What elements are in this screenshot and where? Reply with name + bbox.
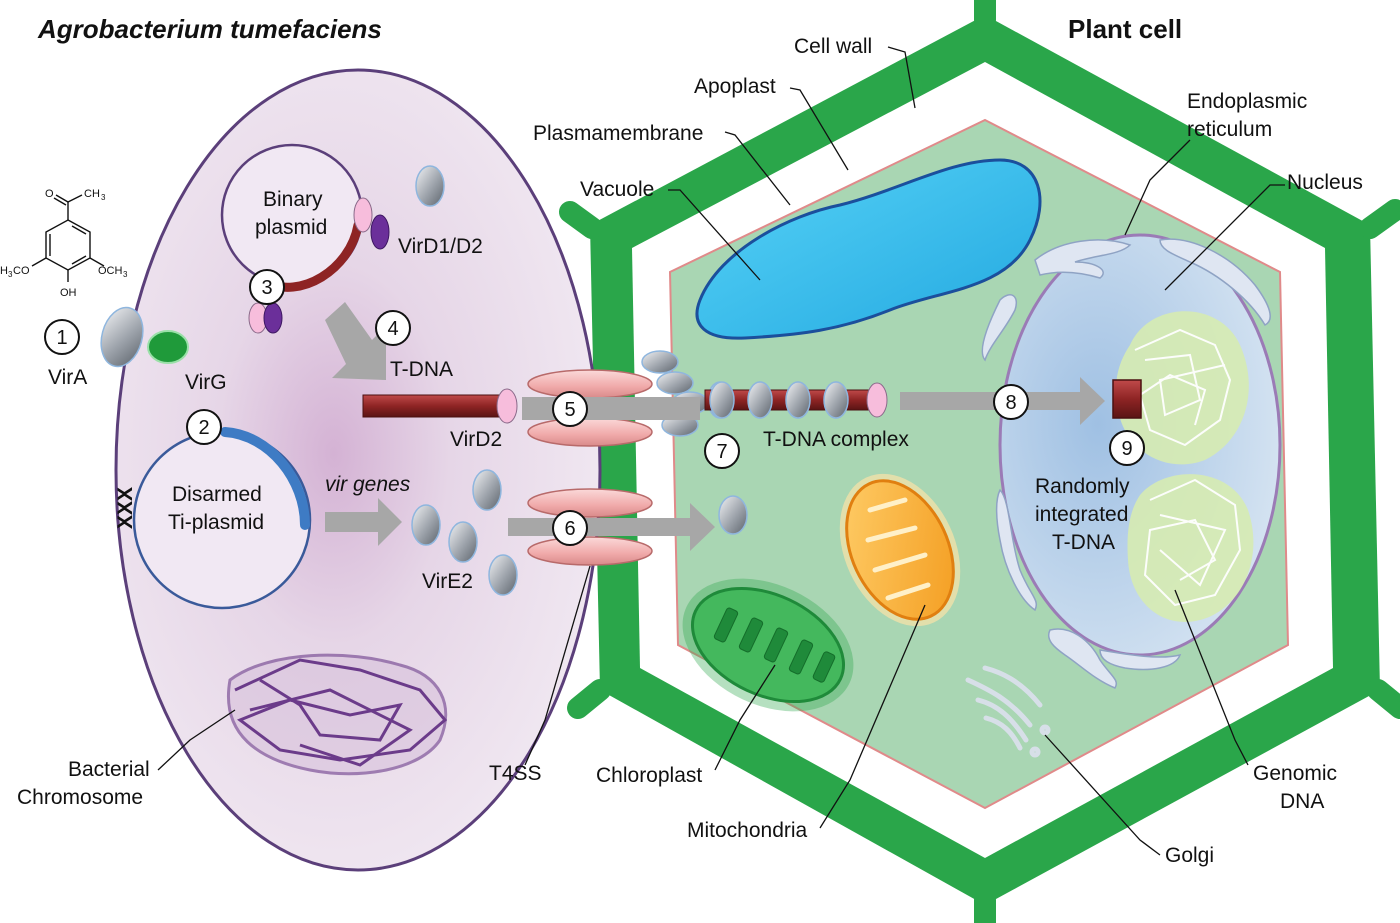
- svg-text:CO: CO: [13, 265, 30, 277]
- tdna-strand: [362, 388, 518, 424]
- disarmed-ti-plasmid: [132, 427, 312, 610]
- acetosyringone-structure: O CH 3 H 3 CO OCH 3 OH: [0, 188, 128, 299]
- arrow-vir-genes: [325, 498, 402, 546]
- label-bact-chrom-2: Chromosome: [17, 786, 143, 809]
- svg-text:7: 7: [716, 441, 727, 463]
- svg-text:3: 3: [8, 270, 13, 279]
- arrow-4: [325, 302, 386, 380]
- labels: Cell wall Apoplast Plasmamembrane Vacuol…: [17, 35, 1363, 867]
- step-5: 5: [552, 391, 588, 427]
- svg-text:H: H: [0, 265, 8, 277]
- label-er-1: Endoplasmic: [1187, 90, 1307, 113]
- bacterial-chromosome: [227, 653, 448, 776]
- step-8: 8: [993, 384, 1029, 420]
- label-tdna: T-DNA: [390, 358, 453, 381]
- label-nucleus: Nucleus: [1287, 171, 1363, 194]
- virg-protein: [147, 330, 189, 364]
- step-6: 6: [552, 510, 588, 546]
- label-genomic-2: DNA: [1280, 790, 1324, 813]
- label-random-3: T-DNA: [1052, 531, 1115, 554]
- xxx-marks: XXX: [114, 487, 137, 529]
- label-vacuole: Vacuole: [580, 178, 654, 201]
- svg-text:3: 3: [261, 277, 272, 299]
- tdna-complex: [704, 381, 888, 419]
- step-4: 4: [375, 310, 411, 346]
- step-2: 2: [186, 409, 222, 445]
- label-disarmed-1: Disarmed: [172, 483, 262, 506]
- label-vird1d2: VirD1/D2: [398, 235, 483, 258]
- step-1: 1: [44, 319, 80, 355]
- bacterium-cell: [114, 68, 602, 872]
- integrated-tdna: [1112, 379, 1142, 419]
- label-vird2: VirD2: [450, 428, 502, 451]
- label-vira: VirA: [48, 366, 87, 389]
- svg-text:1: 1: [56, 327, 67, 349]
- label-plasmamembrane: Plasmamembrane: [533, 122, 703, 145]
- label-t4ss: T4SS: [489, 762, 542, 785]
- label-vir-genes: vir genes: [325, 473, 411, 496]
- genomic-dna: [1115, 311, 1254, 622]
- svg-text:9: 9: [1121, 438, 1132, 460]
- label-golgi: Golgi: [1165, 844, 1214, 867]
- label-virg: VirG: [185, 371, 227, 394]
- svg-text:5: 5: [564, 399, 575, 421]
- golgi: [965, 665, 1051, 758]
- mitochondria: [839, 473, 961, 627]
- label-bact-chrom-1: Bacterial: [68, 758, 150, 781]
- svg-text:O: O: [45, 188, 54, 200]
- step-7: 7: [704, 433, 740, 469]
- label-apoplast: Apoplast: [694, 75, 776, 98]
- arrow-5: [522, 397, 700, 420]
- title-plant-cell: Plant cell: [1068, 14, 1182, 44]
- label-binary-2: plasmid: [255, 216, 327, 239]
- svg-text:3: 3: [123, 270, 128, 279]
- title-bacterium: Agrobacterium tumefaciens: [37, 14, 382, 44]
- cell-wall-spikes: [559, 0, 1400, 923]
- step-3: 3: [249, 269, 285, 305]
- vira-protein: [100, 306, 144, 368]
- leader-lines: [157, 46, 1285, 856]
- step-9: 9: [1109, 430, 1145, 466]
- svg-text:OH: OH: [60, 287, 77, 299]
- label-mitochondria: Mitochondria: [687, 819, 808, 842]
- svg-text:4: 4: [387, 318, 398, 340]
- label-chloroplast: Chloroplast: [596, 764, 702, 787]
- label-random-1: Randomly: [1035, 475, 1130, 498]
- label-vire2: VirE2: [422, 570, 473, 593]
- label-er-2: reticulum: [1187, 118, 1272, 141]
- label-random-2: integrated: [1035, 503, 1128, 526]
- label-cell-wall: Cell wall: [794, 35, 872, 58]
- svg-text:CH: CH: [84, 188, 100, 200]
- svg-text:OCH: OCH: [98, 265, 123, 277]
- label-genomic-1: Genomic: [1253, 762, 1337, 785]
- chloroplast: [682, 578, 854, 712]
- svg-text:3: 3: [101, 193, 106, 202]
- svg-text:8: 8: [1005, 392, 1016, 414]
- endoplasmic-reticulum: [981, 238, 1271, 689]
- arrow-6: [508, 503, 715, 551]
- label-disarmed-2: Ti-plasmid: [168, 511, 264, 534]
- label-binary-1: Binary: [263, 188, 323, 211]
- svg-text:6: 6: [564, 518, 575, 540]
- t4ss-pili: [527, 369, 653, 566]
- label-tdna-complex: T-DNA complex: [763, 428, 909, 451]
- step-markers: 1 2 3 4 5 6 7 8 9: [44, 269, 1145, 546]
- vacuole: [695, 158, 1042, 340]
- svg-text:2: 2: [198, 417, 209, 439]
